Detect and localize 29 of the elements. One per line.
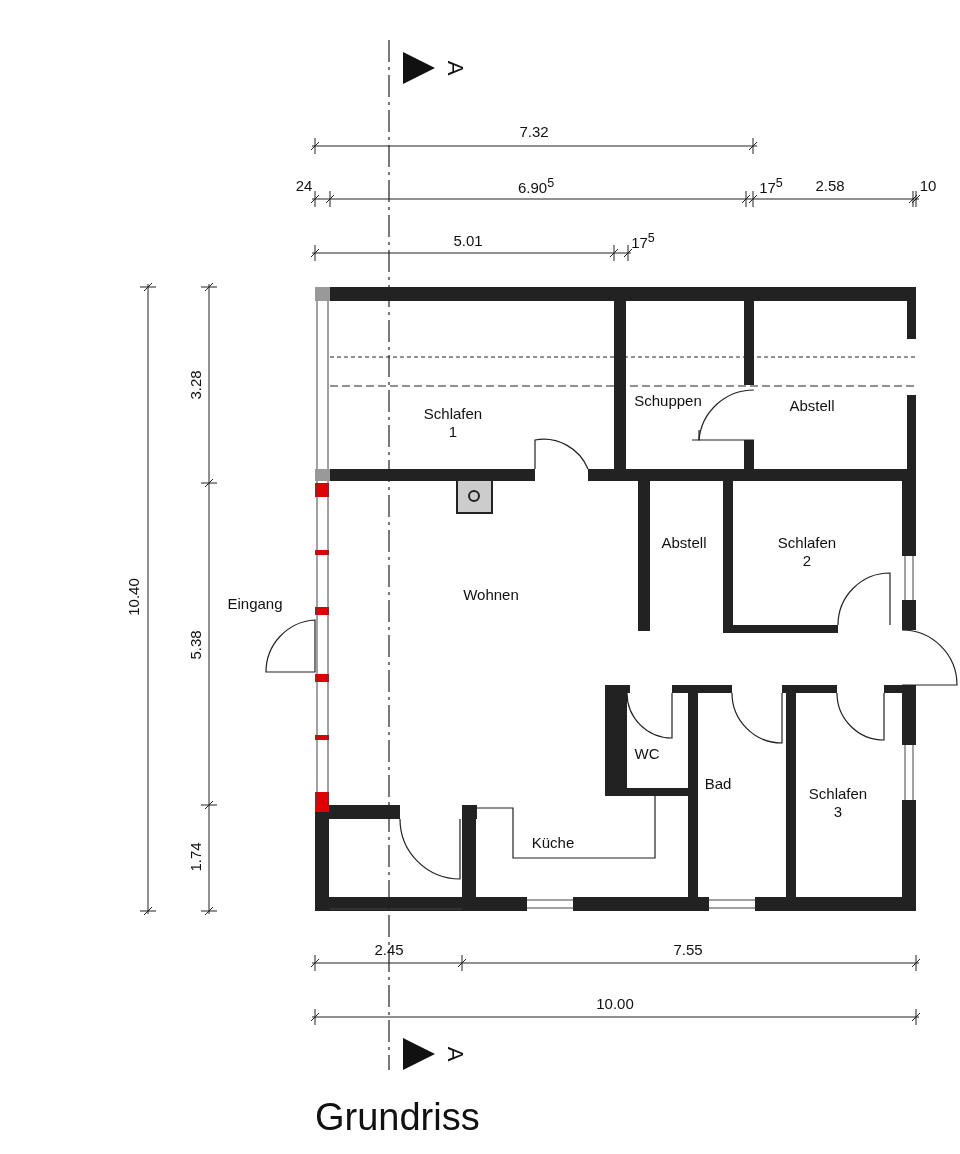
- drawing-title: Grundriss: [315, 1096, 480, 1139]
- room-name: Küche: [531, 834, 575, 852]
- dimension-text: 7.55: [673, 941, 703, 959]
- dimension-text: 10: [919, 177, 937, 195]
- room-name: Abstell: [661, 534, 707, 552]
- dimension-text: 10.40: [125, 578, 143, 616]
- dimension-text: 1.74: [187, 842, 205, 872]
- dimension-text: 2.58: [815, 177, 845, 195]
- entrance-label: Eingang: [227, 595, 283, 613]
- section-label: A: [442, 60, 469, 76]
- dimension-text: 24: [295, 177, 313, 195]
- dimension-text: 5.01: [453, 232, 483, 250]
- dimension-text: 3.28: [187, 370, 205, 400]
- room-name: Schlafen 3: [807, 785, 869, 821]
- dimension-text: 6.90$^{5}$: [517, 175, 555, 197]
- dimension-text: 7.32: [519, 123, 549, 141]
- section-label: A: [442, 1046, 469, 1062]
- room-name: Bad: [704, 775, 732, 793]
- room-name: Abstell: [789, 397, 835, 415]
- room-name: Schlafen 2: [776, 534, 838, 570]
- dimension-text: 17$^{5}$: [631, 230, 655, 252]
- dimension-text: 2.45: [374, 941, 404, 959]
- dimension-text: 5.38: [187, 630, 205, 660]
- room-name: Schuppen: [634, 392, 702, 410]
- room-name: Schlafen 1: [422, 405, 484, 441]
- dimension-text: 10.00: [596, 995, 634, 1013]
- room-name: WC: [634, 745, 660, 763]
- dimension-text: 17$^{5}$: [759, 175, 783, 197]
- room-name: Wohnen: [463, 586, 519, 604]
